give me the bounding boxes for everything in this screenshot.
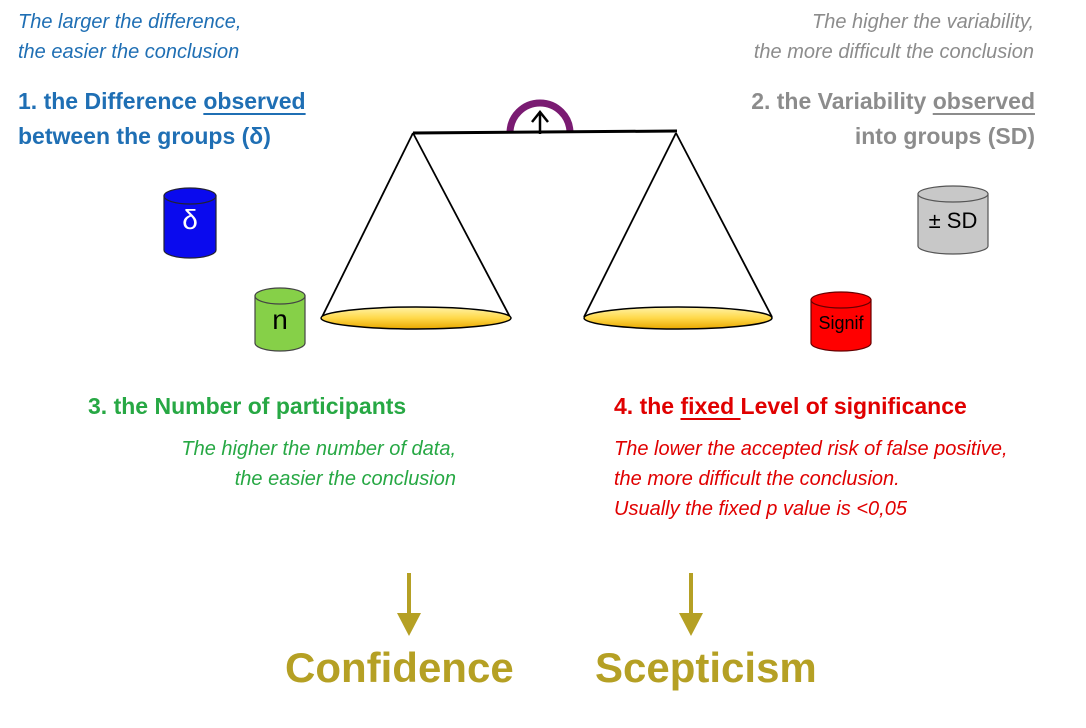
right-pan	[583, 306, 773, 330]
scepticism-label: Scepticism	[595, 644, 817, 691]
right-string-b	[675, 132, 773, 318]
down-arrow-left	[397, 573, 421, 636]
signif-label: Signif	[818, 313, 864, 333]
difference-heading-line1: 1. the Difference observed	[18, 84, 306, 119]
difference-heading-underlined: observed	[203, 88, 306, 114]
left-string-b	[412, 132, 511, 318]
variability-heading-line2: into groups (SD)	[854, 123, 1035, 149]
difference-heading: 1. the Difference observed between the g…	[18, 84, 306, 154]
significance-note-line1: The lower the accepted risk of false pos…	[614, 438, 1008, 460]
variability-note: The higher the variability, the more dif…	[754, 7, 1034, 67]
variability-heading: 2. the Variability observed into groups …	[751, 84, 1035, 154]
sd-label: ± SD	[928, 208, 978, 233]
down-arrow-right	[679, 573, 703, 636]
significance-heading-post: Level of significance	[740, 393, 967, 419]
delta-symbol: δ	[182, 204, 198, 235]
variability-heading-pre: 2. the Variability	[751, 88, 933, 114]
significance-note: The lower the accepted risk of false pos…	[614, 434, 1008, 524]
participants-note-line2: the easier the conclusion	[234, 468, 456, 490]
significance-note-line3: Usually the fixed p value is <0,05	[614, 498, 907, 520]
delta-cylinder	[163, 187, 217, 259]
difference-heading-pre: 1. the Difference	[18, 88, 204, 114]
participants-heading: 3. the Number of participants	[88, 393, 407, 419]
scale-beam	[412, 129, 678, 135]
variability-note-line1: The higher the variability,	[812, 11, 1034, 33]
right-string-a	[583, 132, 677, 318]
sd-cylinder	[917, 185, 989, 255]
left-pan	[320, 306, 512, 330]
difference-heading-line2: between the groups (δ)	[18, 123, 271, 149]
difference-note-line1: The larger the difference,	[18, 11, 242, 33]
significance-heading-pre: 4. the	[614, 393, 681, 419]
significance-heading-underlined: fixed	[680, 393, 741, 419]
variability-heading-line1: 2. the Variability observed	[751, 84, 1035, 119]
pivot-arrow-head	[531, 109, 549, 123]
signif-cylinder	[810, 291, 872, 352]
variability-note-line2: the more difficult the conclusion	[753, 41, 1034, 63]
left-string-a	[321, 132, 414, 318]
n-label: n	[272, 304, 288, 335]
confidence-label: Confidence	[285, 644, 514, 691]
participants-note: The higher the number of data, the easie…	[181, 434, 456, 494]
n-cylinder	[254, 287, 306, 352]
variability-heading-underlined: observed	[932, 88, 1035, 114]
significance-note-line2: the more difficult the conclusion.	[614, 468, 900, 490]
participants-note-line1: The higher the number of data,	[181, 438, 456, 460]
difference-note: The larger the difference, the easier th…	[18, 7, 241, 67]
difference-note-line2: the easier the conclusion	[18, 41, 240, 63]
significance-heading: 4. the fixed Level of significance	[614, 389, 967, 424]
pivot-dome	[506, 99, 574, 134]
